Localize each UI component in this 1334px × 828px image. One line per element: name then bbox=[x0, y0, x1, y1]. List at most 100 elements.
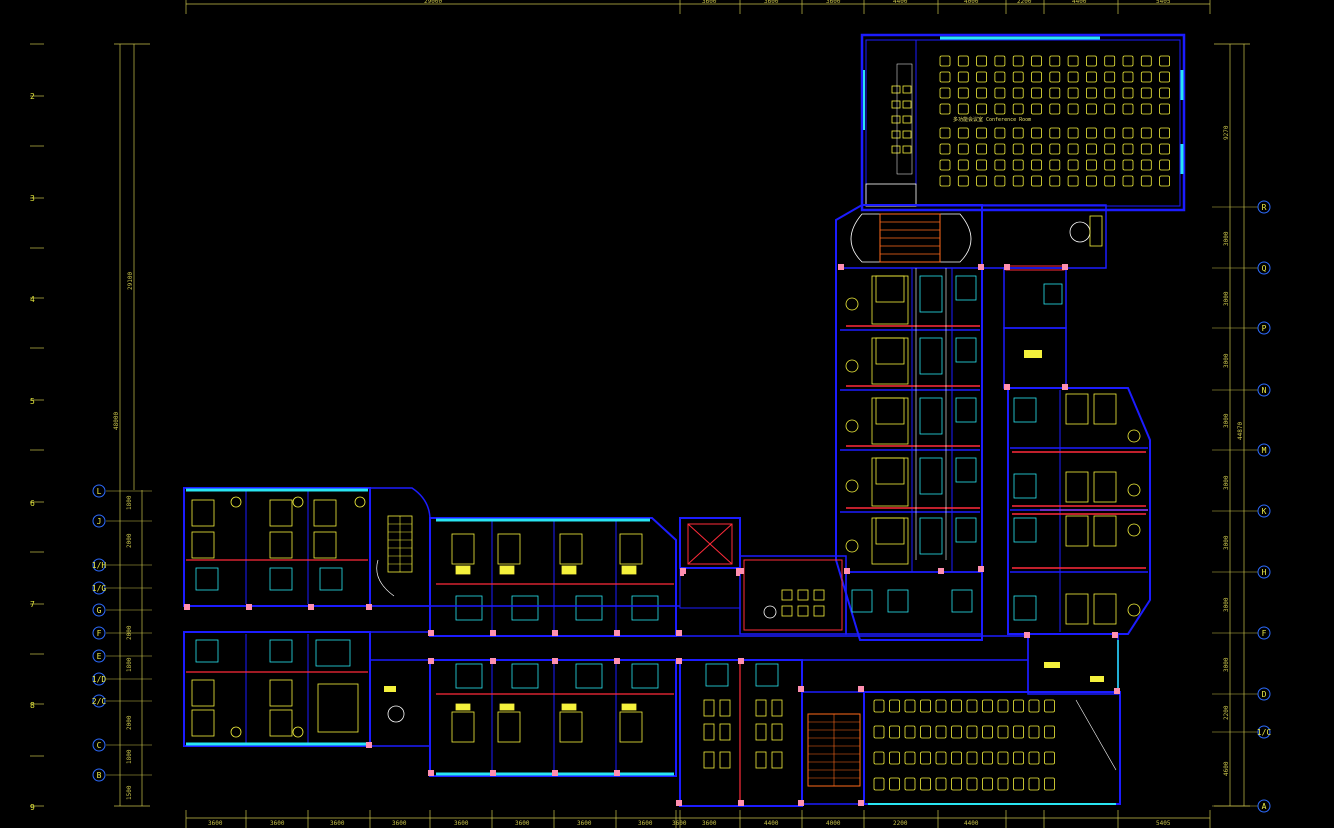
seat bbox=[1067, 103, 1079, 115]
column-marker bbox=[308, 604, 314, 610]
seat bbox=[994, 159, 1006, 171]
seat bbox=[1086, 71, 1097, 83]
column-marker bbox=[552, 658, 558, 664]
seat bbox=[1104, 143, 1116, 155]
right-dim-text: 3000 bbox=[1223, 231, 1230, 246]
seat bbox=[1104, 55, 1116, 67]
seat bbox=[1067, 127, 1079, 139]
seat bbox=[1031, 55, 1042, 67]
far-east-wing bbox=[1007, 387, 1151, 635]
seat bbox=[1086, 143, 1097, 155]
top-dim-text: 3600 bbox=[702, 0, 717, 5]
column-marker bbox=[184, 604, 190, 610]
seat bbox=[994, 103, 1006, 115]
seat bbox=[1159, 175, 1170, 187]
seat bbox=[904, 699, 916, 713]
right-axis-label: N bbox=[1262, 386, 1267, 395]
right-dim-text: 3000 bbox=[1223, 353, 1230, 368]
seat bbox=[889, 751, 900, 765]
row-number: 8 bbox=[30, 701, 35, 710]
seat bbox=[935, 777, 947, 791]
bottom-dim-text: 5405 bbox=[1156, 820, 1171, 827]
seat bbox=[873, 777, 885, 791]
left-dim-text: 1800 bbox=[126, 495, 133, 510]
seat bbox=[904, 777, 916, 791]
column-marker bbox=[938, 568, 944, 574]
bottom-dim-text: 3600 bbox=[702, 820, 717, 827]
seat bbox=[1122, 55, 1134, 67]
seat bbox=[904, 725, 916, 739]
bottom-dim-text: 4000 bbox=[826, 820, 841, 827]
seat bbox=[1067, 87, 1079, 99]
seat bbox=[939, 87, 951, 99]
seat bbox=[1031, 87, 1042, 99]
bottom-dim-text: 4400 bbox=[964, 820, 979, 827]
seat bbox=[1013, 777, 1024, 791]
seat bbox=[1049, 103, 1061, 115]
seat bbox=[976, 71, 987, 83]
row-number: 3 bbox=[30, 194, 35, 203]
right-axis-labels: R Q P N M K H F D 1/C A bbox=[1257, 203, 1272, 811]
top-dimension-line bbox=[185, 0, 1211, 14]
column-marker bbox=[798, 800, 804, 806]
seat bbox=[1028, 699, 1040, 713]
left-outer-dimension-values: 48000 29100 bbox=[113, 272, 134, 430]
bottom-dim-text: 3600 bbox=[672, 820, 687, 827]
bottom-dim-text: 3600 bbox=[454, 820, 469, 827]
seat bbox=[889, 699, 900, 713]
row-number: 9 bbox=[30, 803, 35, 812]
conference-hall: 多功能会议室 Conference Room bbox=[860, 33, 1186, 212]
seat bbox=[1159, 71, 1170, 83]
seat bbox=[1086, 87, 1097, 99]
seat bbox=[873, 699, 885, 713]
seat bbox=[976, 103, 987, 115]
bottom-dimension-values: 3600 3600 3600 3600 3600 3600 3600 3600 … bbox=[208, 820, 1171, 827]
seat bbox=[1049, 159, 1061, 171]
seat bbox=[1012, 55, 1024, 67]
seat bbox=[939, 127, 951, 139]
seat bbox=[1049, 87, 1061, 99]
column-marker bbox=[738, 800, 744, 806]
column-marker bbox=[680, 568, 686, 574]
column-marker bbox=[676, 800, 682, 806]
seat bbox=[1067, 175, 1079, 187]
column-marker bbox=[490, 630, 496, 636]
seat bbox=[957, 103, 969, 115]
seat bbox=[873, 751, 885, 765]
seat bbox=[951, 751, 962, 765]
seat bbox=[1159, 87, 1170, 99]
column-marker bbox=[552, 770, 558, 776]
seat bbox=[957, 87, 969, 99]
column-marker bbox=[614, 658, 620, 664]
seat bbox=[1159, 55, 1170, 67]
left-dim-text: 2000 bbox=[126, 533, 133, 548]
column-marker bbox=[366, 604, 372, 610]
seat bbox=[939, 143, 951, 155]
seat bbox=[951, 699, 962, 713]
column-marker bbox=[676, 658, 682, 664]
seat bbox=[966, 699, 978, 713]
seat bbox=[939, 55, 951, 67]
seat bbox=[889, 777, 900, 791]
column-marker bbox=[1062, 264, 1068, 270]
right-axis-label: 1/C bbox=[1257, 728, 1272, 737]
seat bbox=[1049, 127, 1061, 139]
right-dim-text: 3000 bbox=[1223, 413, 1230, 428]
right-axis-label: R bbox=[1262, 203, 1267, 212]
seat bbox=[982, 777, 993, 791]
top-dim-text: 29000 bbox=[424, 0, 442, 5]
column-marker bbox=[614, 630, 620, 636]
main-corridor bbox=[184, 605, 1029, 692]
left-axis-label: E bbox=[97, 652, 102, 661]
seat bbox=[976, 143, 987, 155]
top-dim-text: 5405 bbox=[1156, 0, 1171, 5]
seat bbox=[957, 175, 969, 187]
seat bbox=[1104, 103, 1116, 115]
left-inner-dimension-values: 1800 2000 2000 1800 2000 1800 1500 bbox=[126, 495, 133, 800]
seat bbox=[1140, 71, 1152, 83]
seat bbox=[1140, 143, 1152, 155]
seat bbox=[904, 751, 916, 765]
left-axis-bubbles bbox=[92, 484, 152, 782]
column-marker bbox=[1024, 632, 1030, 638]
